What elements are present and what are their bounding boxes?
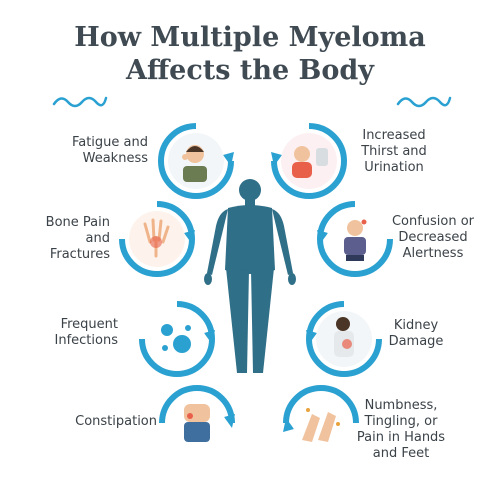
- human-body-icon: [204, 179, 296, 373]
- infections-bubble: [139, 301, 215, 377]
- label-constipation: Constipation: [75, 414, 157, 429]
- hands-pain-icon: [302, 408, 340, 442]
- bone-pain-bubble: [119, 201, 195, 277]
- confusion-bubble: [317, 201, 393, 277]
- kidney-icon: [334, 317, 354, 357]
- wave-right-icon: [396, 96, 452, 108]
- tired-person-icon: [182, 145, 207, 182]
- numbness-bubble: [283, 385, 359, 451]
- page-title-line-2: Affects the Body: [126, 55, 374, 86]
- thirst-urination-bubble: [271, 123, 347, 199]
- virus-icon: [161, 324, 191, 353]
- fatigue-bubble: [158, 123, 234, 199]
- confused-person-icon: [344, 219, 367, 261]
- toilet-person-icon: [292, 146, 328, 178]
- constipation-bubble: [159, 385, 235, 451]
- kidney-bubble: [306, 301, 382, 377]
- wave-left-icon: [52, 96, 108, 108]
- stomach-pain-icon: [184, 404, 210, 442]
- page-title-line-1: How Multiple Myeloma: [74, 22, 426, 53]
